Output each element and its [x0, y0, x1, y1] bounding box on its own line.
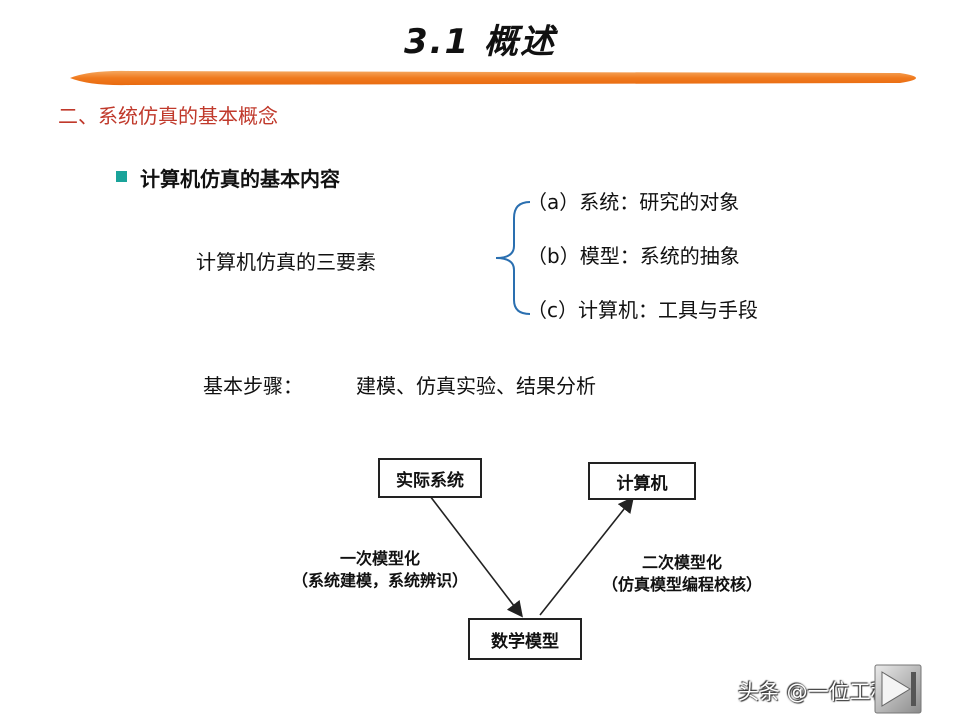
section-heading: 二、系统仿真的基本概念	[58, 104, 278, 128]
second-modeling-detail: （仿真模型编程校核）	[601, 575, 762, 594]
second-modeling-title: 二次模型化	[641, 553, 722, 572]
bullet-text: 计算机仿真的基本内容	[140, 167, 340, 191]
math-model-box: 数学模型	[468, 618, 582, 660]
first-modeling-label: 一次模型化 （系统建模，系统辨识）	[280, 548, 480, 592]
element-item-system: （a）系统：研究的对象	[527, 190, 740, 214]
computer-box: 计算机	[588, 462, 696, 500]
title-underline-bar	[70, 70, 916, 86]
steps-value: 建模、仿真实验、结果分析	[356, 374, 596, 398]
bullet-square-icon	[116, 171, 127, 182]
three-elements-label: 计算机仿真的三要素	[196, 250, 376, 274]
slide-title: 3.1 概述	[403, 22, 557, 62]
brace-icon	[495, 201, 531, 315]
steps-label: 基本步骤：	[203, 374, 303, 398]
real-system-box: 实际系统	[378, 458, 482, 498]
first-modeling-title: 一次模型化	[339, 549, 420, 568]
first-modeling-detail: （系统建模，系统辨识）	[291, 571, 468, 590]
element-item-model: （b）模型：系统的抽象	[527, 244, 740, 268]
next-arrow-icon[interactable]	[874, 664, 922, 714]
second-modeling-label: 二次模型化 （仿真模型编程校核）	[582, 552, 782, 596]
element-item-computer: （c）计算机：工具与手段	[527, 298, 758, 322]
